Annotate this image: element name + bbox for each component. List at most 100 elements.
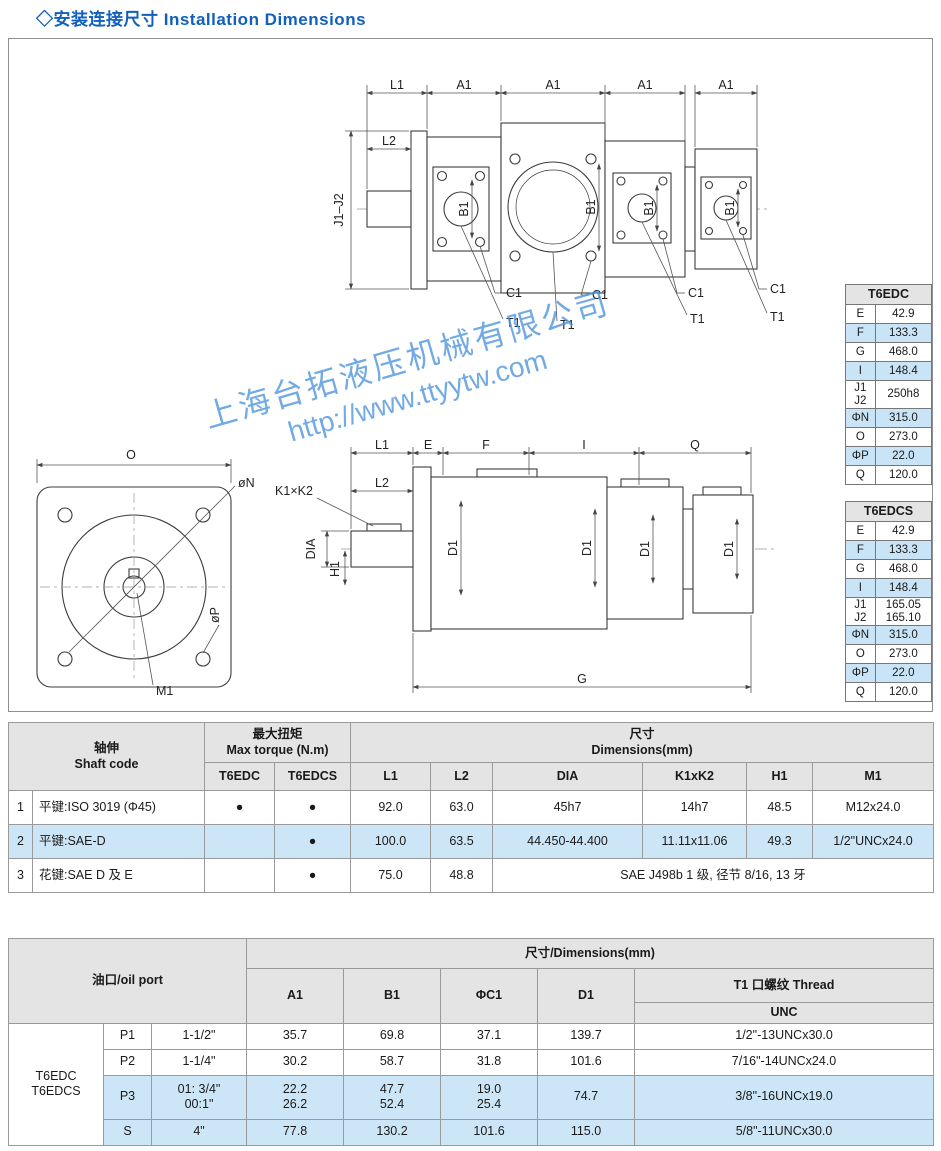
cell-port-size: 1-1/2" xyxy=(150,1022,248,1050)
dim-value: 133.3 xyxy=(874,540,933,560)
cell-t6edcs-dot: ● xyxy=(274,790,351,825)
cell-a1: 77.8 xyxy=(246,1118,345,1146)
cell-unc: 7/16"-14UNCx24.0 xyxy=(634,1048,935,1076)
dim-label-o: O xyxy=(126,448,136,462)
table-header-row: 油口/oil port 尺寸/Dimensions(mm) xyxy=(7,938,935,1024)
dim-label-t1: T1 xyxy=(770,310,785,324)
cell-no: 3 xyxy=(8,858,33,893)
table-row: S 4" 77.8 130.2 101.6 115.0 5/8"-11UNCx3… xyxy=(9,1118,935,1146)
dim-value: 42.9 xyxy=(874,304,933,324)
cell-spline-spec: SAE J498b 1 级, 径节 8/16, 13 牙 xyxy=(491,858,935,893)
dim-label-d1: D1 xyxy=(638,541,652,557)
cell-shaft-name: 平键:ISO 3019 (Φ45) xyxy=(32,790,205,825)
cell-l1: 75.0 xyxy=(350,858,431,893)
table-title: T6EDCS xyxy=(845,501,932,522)
cell-l1: 92.0 xyxy=(350,790,431,825)
dim-key: ΦP xyxy=(845,663,876,684)
dim-label-phi-n: øN xyxy=(238,476,255,490)
cell-l2: 48.8 xyxy=(430,858,493,893)
table-row: T6EDC xyxy=(845,284,932,305)
dim-label-c1: C1 xyxy=(688,286,704,300)
cell-d1: 139.7 xyxy=(537,1022,636,1050)
dim-label-a1: A1 xyxy=(637,78,652,92)
side-view-labels: L1 E F I Q L2 K1×K2 DIA H1 D1 D1 D1 D1 G xyxy=(275,438,736,686)
cell-b1: 69.8 xyxy=(343,1022,442,1050)
table-header-row: 轴伸 Shaft code 最大扭矩 Max torque (N.m) 尺寸 D… xyxy=(8,722,935,791)
cell-d1: 101.6 xyxy=(537,1048,636,1076)
table-row: 2 平键:SAE-D ● 100.0 63.5 44.450-44.400 11… xyxy=(8,824,935,859)
header-oil-port: 油口/oil port xyxy=(7,938,248,1024)
cell-port: S xyxy=(103,1118,152,1146)
dim-label-d1: D1 xyxy=(580,540,594,556)
dim-key: ΦP xyxy=(845,446,876,467)
table-row: T6EDCS xyxy=(845,501,932,522)
dim-key: J1 J2 xyxy=(845,596,876,627)
dim-key: I xyxy=(845,578,876,598)
dim-label-l2: L2 xyxy=(375,476,389,490)
cell-port: P2 xyxy=(103,1048,152,1076)
cell-t6edc-dot: ● xyxy=(204,790,275,825)
header-l1: L1 xyxy=(350,762,431,791)
dim-label-g: G xyxy=(577,672,587,686)
cell-shaft-name: 花键:SAE D 及 E xyxy=(32,858,205,893)
dim-label-dia: DIA xyxy=(304,538,318,560)
shaft-code-table: 轴伸 Shaft code 最大扭矩 Max torque (N.m) 尺寸 D… xyxy=(8,722,935,893)
header-dimensions: 尺寸 Dimensions(mm) xyxy=(349,722,935,763)
dim-key: F xyxy=(845,540,876,560)
dim-key: J1 J2 xyxy=(845,379,876,410)
cell-port: P3 xyxy=(103,1074,152,1120)
header-k1k2: K1xK2 xyxy=(642,762,747,791)
header-b1: B1 xyxy=(343,968,442,1024)
dim-label-l2: L2 xyxy=(382,134,396,148)
dim-label-h1: H1 xyxy=(328,561,342,577)
header-c1: ΦC1 xyxy=(440,968,539,1024)
cell-port-size: 1-1/4" xyxy=(150,1048,248,1076)
cell-d1: 74.7 xyxy=(537,1074,636,1120)
header-max-torque: 最大扭矩 Max torque (N.m) xyxy=(204,722,351,763)
cell-unc: 5/8"-11UNCx30.0 xyxy=(634,1118,935,1146)
top-view-dimension-lines xyxy=(345,85,768,322)
dim-key: E xyxy=(845,304,876,324)
cell-c1: 19.0 25.4 xyxy=(440,1074,539,1120)
dim-label-d1: D1 xyxy=(446,540,460,556)
dim-label-phi-p: øP xyxy=(208,607,222,623)
page-title: ◇安装连接尺寸 Installation Dimensions xyxy=(36,10,367,29)
cell-l2: 63.0 xyxy=(430,790,493,825)
installation-drawing-panel: L1 A1 A1 A1 A1 L2 J1–J2 B1 B1 B1 B1 C1 C… xyxy=(8,38,933,712)
dim-value: 165.05 165.10 xyxy=(874,596,933,627)
dim-value: 250h8 xyxy=(874,379,933,410)
cell-b1: 58.7 xyxy=(343,1048,442,1076)
oil-port-table: 油口/oil port 尺寸/Dimensions(mm) A1 B1 ΦC1 … xyxy=(7,938,935,1146)
dim-label-i: I xyxy=(582,438,585,452)
cell-port-size: 4" xyxy=(150,1118,248,1146)
table-row: 3 花键:SAE D 及 E ● 75.0 48.8 SAE J498b 1 级… xyxy=(8,858,935,893)
dim-label-f: F xyxy=(482,438,490,452)
dim-label-b1: B1 xyxy=(723,200,737,215)
dim-value: 148.4 xyxy=(874,578,933,598)
cell-h1: 48.5 xyxy=(746,790,813,825)
cell-a1: 22.2 26.2 xyxy=(246,1074,345,1120)
cell-c1: 31.8 xyxy=(440,1048,539,1076)
dim-value: 315.0 xyxy=(874,408,933,429)
top-view-outline xyxy=(357,122,771,294)
dim-label-e: E xyxy=(424,438,432,452)
cell-m1: M12x24.0 xyxy=(811,790,935,825)
technical-drawing: L1 A1 A1 A1 A1 L2 J1–J2 B1 B1 B1 B1 C1 C… xyxy=(36,78,786,698)
side-view-outline xyxy=(341,466,775,632)
header-a1: A1 xyxy=(246,968,345,1024)
header-thread: T1 口螺纹 Thread xyxy=(634,968,935,1003)
dim-key: G xyxy=(845,559,876,579)
dim-label-t1: T1 xyxy=(560,318,575,332)
dim-value: 133.3 xyxy=(874,323,933,343)
dim-value: 148.4 xyxy=(874,361,933,381)
header-shaft-code: 轴伸 Shaft code xyxy=(8,722,205,791)
dim-label-q: Q xyxy=(690,438,700,452)
dim-label-t1: T1 xyxy=(506,316,521,330)
dim-key: F xyxy=(845,323,876,343)
dim-key: Q xyxy=(845,465,876,486)
cell-m1: 1/2"UNCx24.0 xyxy=(811,824,935,859)
